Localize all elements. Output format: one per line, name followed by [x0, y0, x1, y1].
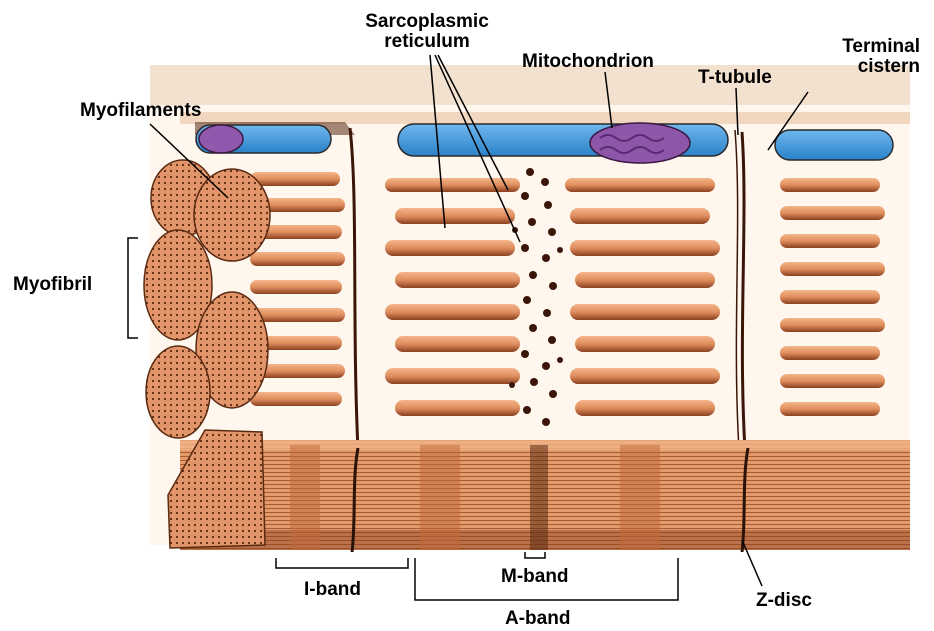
t-tubule-pointer [736, 88, 738, 135]
label-sarcoplasmic-line1: Sarcoplasmic [352, 12, 502, 32]
myofilaments-pointer [150, 124, 228, 198]
label-z-disc: Z-disc [756, 591, 812, 611]
i-band-bracket [276, 558, 408, 568]
label-terminal-line2: cistern [800, 57, 920, 77]
terminal-cistern-pointer [768, 92, 808, 150]
label-myofibril: Myofibril [13, 275, 92, 295]
label-i-band: I-band [304, 580, 361, 600]
label-t-tubule: T-tubule [698, 68, 772, 88]
label-sarcoplasmic: Sarcoplasmic reticulum [352, 12, 502, 52]
myofibril-bracket [128, 238, 138, 338]
m-band-bracket [525, 552, 545, 558]
label-terminal-cistern: Terminal cistern [800, 37, 920, 77]
label-myofilaments: Myofilaments [80, 101, 201, 121]
sr-pointer-1 [430, 55, 445, 228]
label-sarcoplasmic-line2: reticulum [352, 32, 502, 52]
mitochondrion-pointer [605, 72, 612, 128]
label-a-band: A-band [505, 609, 570, 629]
sr-pointer-2 [435, 55, 520, 242]
sr-pointer-3 [438, 55, 508, 190]
label-mitochondrion: Mitochondrion [522, 52, 654, 72]
label-terminal-line1: Terminal [800, 37, 920, 57]
z-disc-pointer [742, 540, 762, 586]
label-m-band: M-band [501, 567, 569, 587]
